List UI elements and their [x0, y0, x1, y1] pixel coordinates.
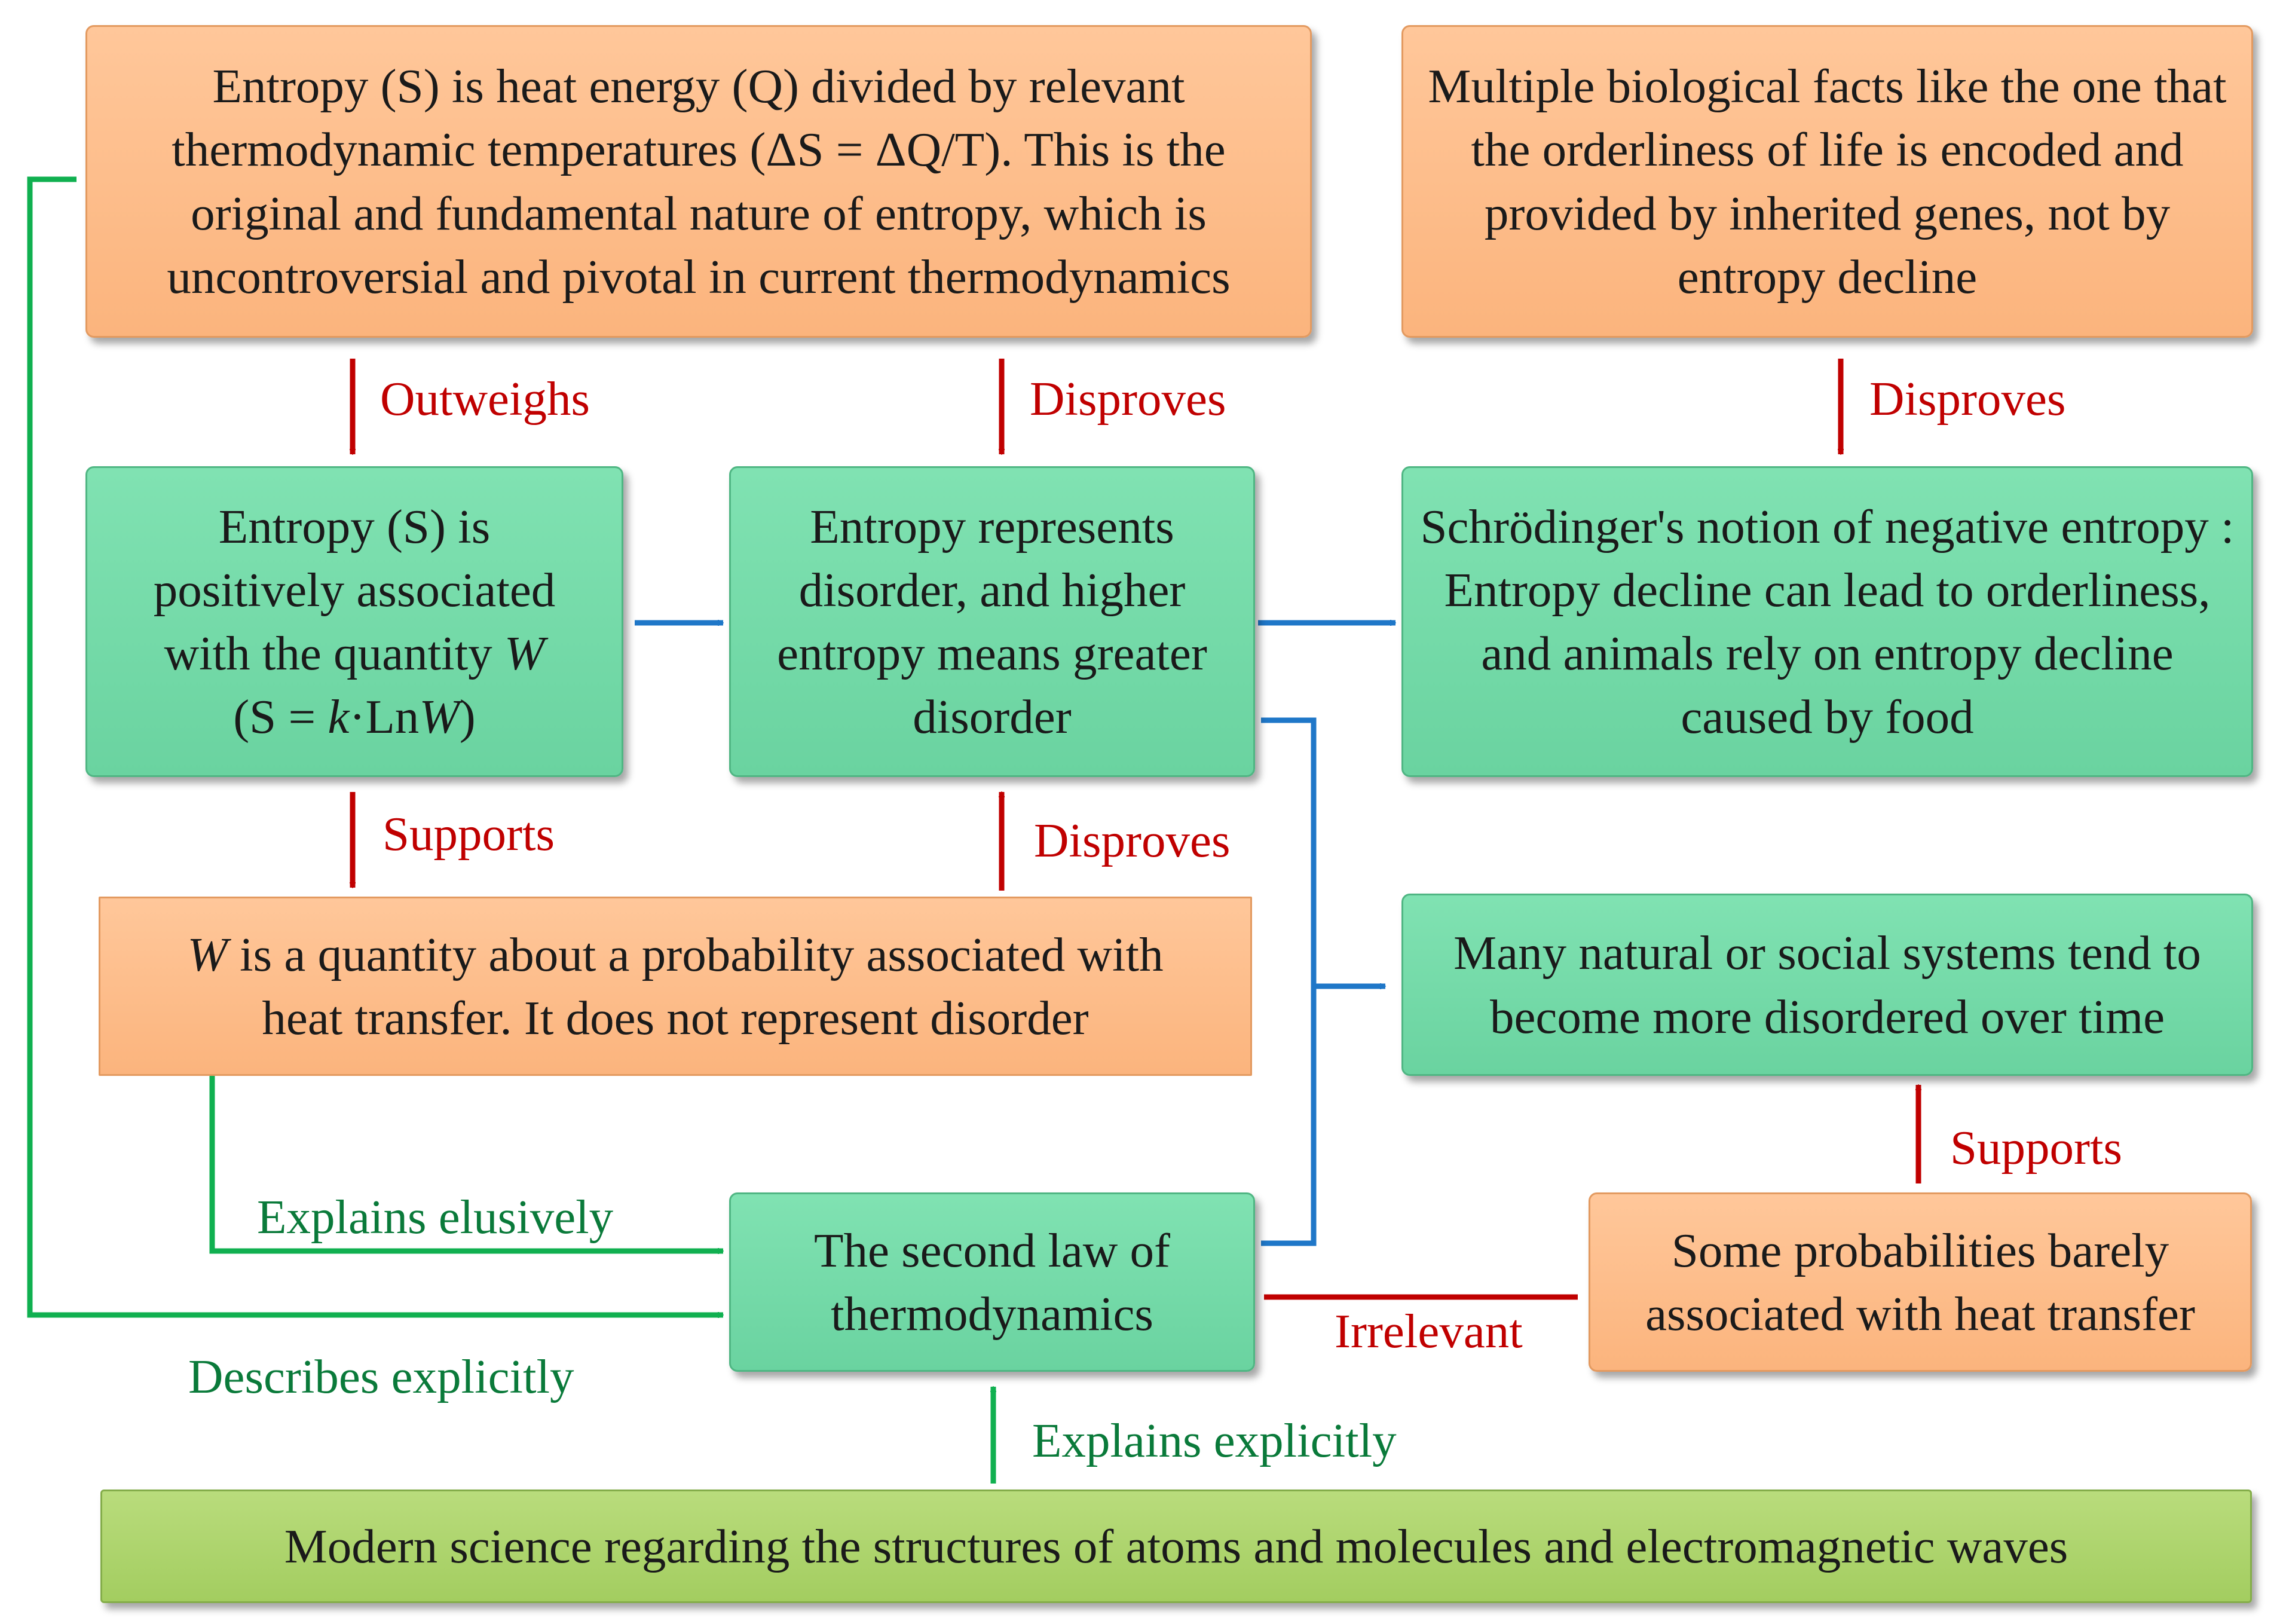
entropy-w-line2: positively associated — [153, 562, 556, 617]
label-irrelevant: Irrelevant — [1335, 1304, 1523, 1358]
entropy-w-line1: Entropy (S) is — [218, 499, 491, 553]
label-explains-explicitly: Explains explicitly — [1032, 1414, 1397, 1467]
arrow-describes-explicitly — [27, 176, 723, 1315]
w-probability-line1-text: is a quantity about a probability associ… — [227, 927, 1164, 981]
entropy-w-line3: with the quantity W — [154, 622, 556, 685]
entropy-w-formula: (S = k·LnW) — [154, 685, 556, 748]
box-second-law-text: The second law of thermodynamics — [813, 1223, 1171, 1341]
label-disproves-1: Disproves — [1030, 372, 1226, 426]
w-probability-symbol: W — [187, 927, 228, 981]
label-disproves-3: Disproves — [1034, 813, 1231, 867]
formula-close: ) — [459, 690, 476, 744]
label-describes-explicitly: Describes explicitly — [188, 1350, 574, 1403]
formula-w: W — [419, 690, 460, 744]
box-entropy-w: Entropy (S) is positively associated wit… — [85, 466, 623, 777]
entropy-w-symbol: W — [504, 626, 545, 680]
box-entropy-heat-definition-text: Entropy (S) is heat energy (Q) divided b… — [167, 59, 1231, 304]
box-schrodinger-text: Schrödinger's notion of negative entropy… — [1420, 499, 2235, 744]
formula-open: (S = — [233, 690, 328, 744]
label-outweighs: Outweighs — [380, 372, 590, 426]
box-modern-science: Modern science regarding the structures … — [100, 1490, 2252, 1603]
arrow-explains-elusively — [209, 1076, 723, 1251]
box-probabilities-text: Some probabilities barely associated wit… — [1645, 1223, 2195, 1341]
box-modern-science-text: Modern science regarding the structures … — [284, 1519, 2068, 1573]
formula-k: k — [328, 690, 350, 744]
box-natural-systems: Many natural or social systems tend to b… — [1401, 894, 2253, 1076]
label-disproves-2: Disproves — [1869, 372, 2066, 426]
box-probabilities: Some probabilities barely associated wit… — [1589, 1192, 2252, 1372]
box-second-law: The second law of thermodynamics — [729, 1192, 1255, 1372]
box-entropy-disorder-text: Entropy represents disorder, and higher … — [777, 499, 1207, 744]
label-supports-1: Supports — [382, 807, 555, 861]
box-entropy-w-text: Entropy (S) is positively associated wit… — [154, 495, 556, 748]
box-w-probability: W is a quantity about a probability asso… — [99, 897, 1252, 1076]
box-schrodinger: Schrödinger's notion of negative entropy… — [1401, 466, 2253, 777]
box-entropy-disorder: Entropy represents disorder, and higher … — [729, 466, 1255, 777]
box-biological-facts-text: Multiple biological facts like the one t… — [1428, 59, 2227, 304]
label-supports-2: Supports — [1950, 1121, 2123, 1175]
box-natural-systems-text: Many natural or social systems tend to b… — [1453, 926, 2201, 1044]
w-probability-line1: W is a quantity about a probability asso… — [187, 923, 1163, 986]
formula-mid: ·Ln — [349, 690, 420, 744]
box-biological-facts: Multiple biological facts like the one t… — [1401, 25, 2253, 338]
label-explains-elusively: Explains elusively — [257, 1190, 614, 1244]
arrow-blue-secondlaw-to-systems — [1261, 717, 1385, 1246]
box-w-probability-text: W is a quantity about a probability asso… — [187, 923, 1163, 1050]
w-probability-line2: heat transfer. It does not represent dis… — [262, 991, 1089, 1045]
box-entropy-heat-definition: Entropy (S) is heat energy (Q) divided b… — [85, 25, 1312, 338]
entropy-w-line3-text: with the quantity — [164, 626, 492, 680]
